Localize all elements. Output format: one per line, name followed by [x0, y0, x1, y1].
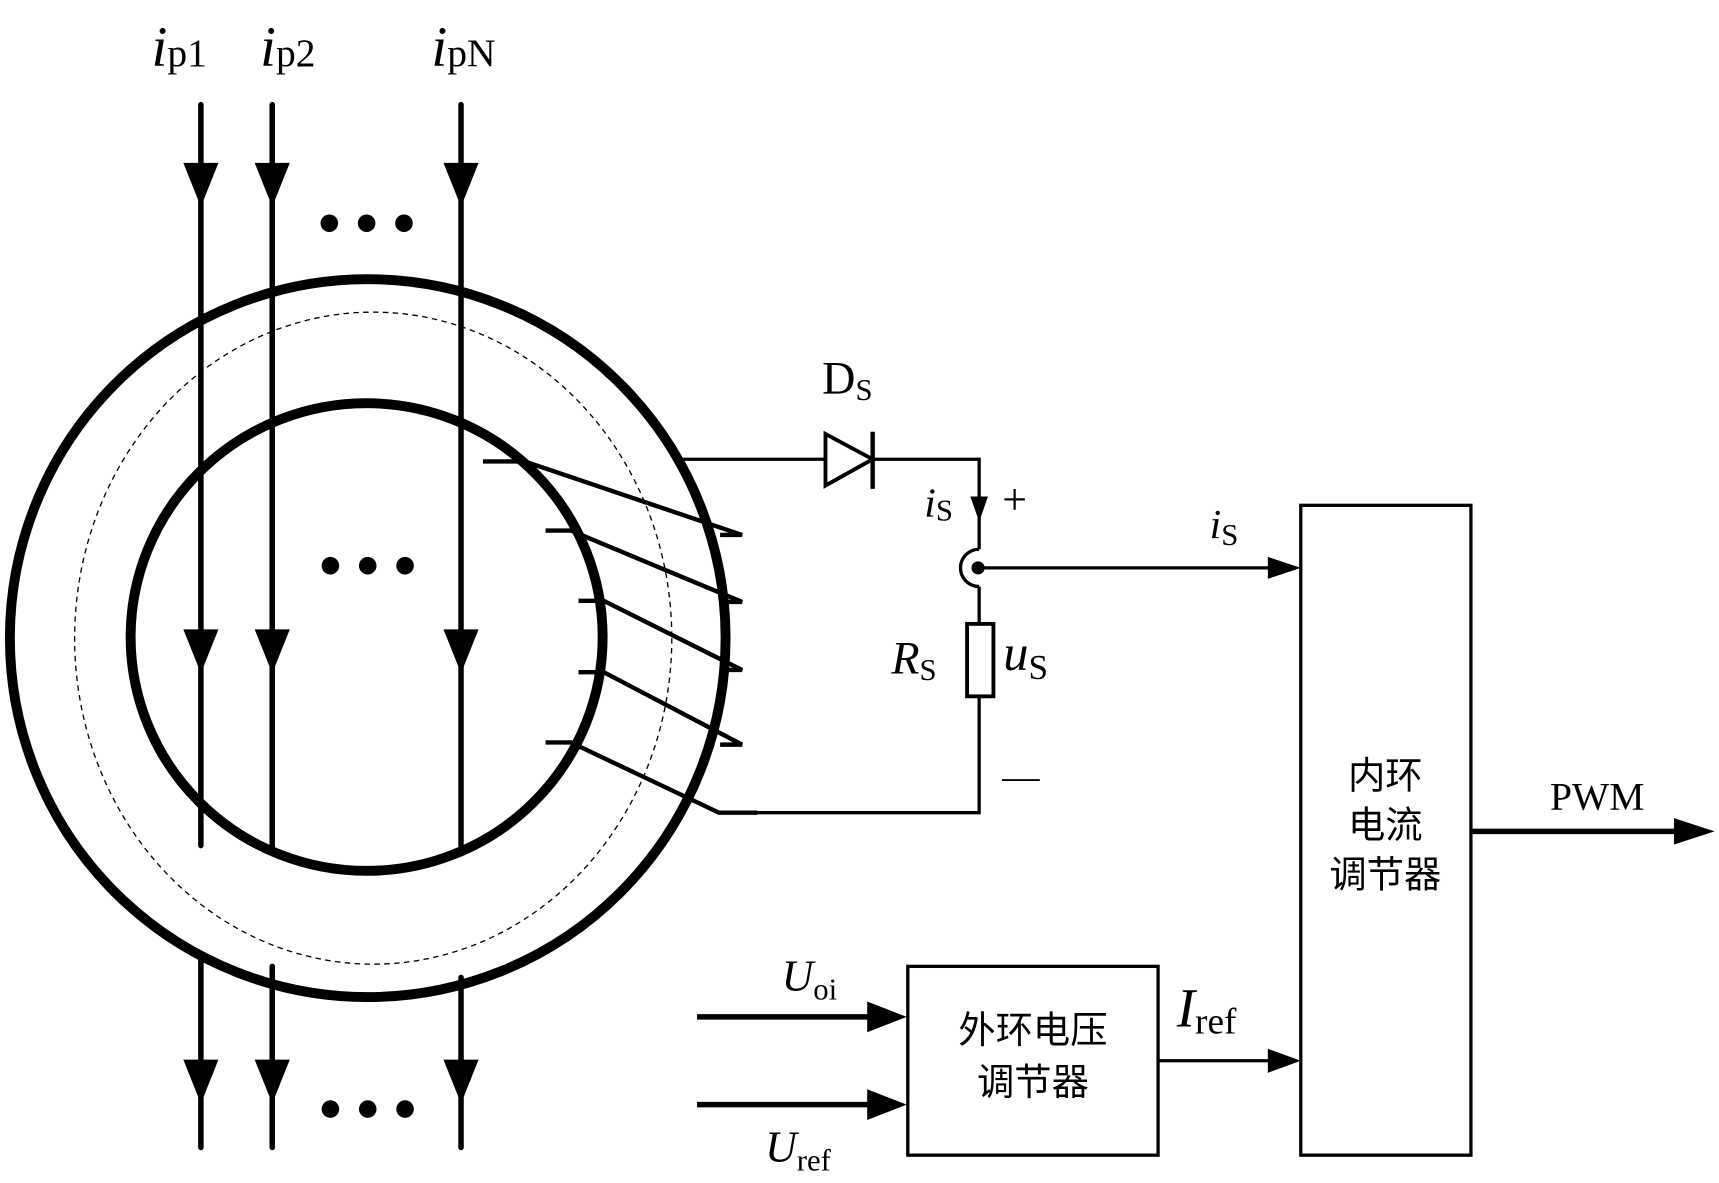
arrow-pN-mid	[443, 629, 479, 674]
ellipsis-dot	[358, 1100, 377, 1118]
jumper-arc	[958, 547, 980, 589]
ellipsis-dot	[396, 1100, 414, 1118]
outer-loop-label-line2: 调节器	[977, 1060, 1089, 1104]
labels: ip1 ip2 ipN DS iS + — RS uS iS Uoi Uref …	[151, 16, 1238, 1177]
uref-arrowhead	[867, 1089, 907, 1121]
outer-loop-voltage-regulator: 外环电压 调节器	[906, 964, 1160, 1157]
secondary-current-arrow	[970, 496, 988, 522]
ellipsis-dot	[357, 214, 376, 233]
ellipsis-dot	[321, 1100, 340, 1118]
arrow-pN-bottom	[443, 1059, 479, 1104]
label-uoi: Uoi	[782, 953, 838, 1007]
label-uref: Uref	[765, 1124, 832, 1178]
uoi-arrowhead	[867, 1001, 907, 1033]
inner-loop-current-regulator: 内环 电流 调节器	[1299, 503, 1473, 1157]
pwm-arrowhead	[1673, 818, 1715, 845]
outer-loop-inputs	[697, 1001, 907, 1121]
label-rs: RS	[890, 632, 936, 687]
core-dashed-mean-path	[73, 311, 673, 965]
resistor-bottom-lead	[757, 696, 981, 815]
resistor-rs	[757, 586, 996, 815]
pwm-label: PWM	[1550, 774, 1644, 818]
ellipsis-dot	[396, 556, 414, 575]
ellipsis-dot	[321, 556, 340, 575]
core-outer-ring	[4, 274, 731, 1003]
arrow-p2-bottom	[254, 1059, 290, 1104]
pwm-output: PWM	[1470, 774, 1715, 845]
ellipsis-dot	[320, 214, 339, 233]
arrow-p1-top	[183, 162, 219, 207]
feedback-arrowhead	[1267, 556, 1301, 579]
core-inner-ring	[125, 398, 608, 876]
label-ipN: ipN	[431, 16, 495, 79]
label-us: uS	[1003, 625, 1048, 687]
arrow-p1-mid	[183, 629, 219, 674]
iref-connection	[1158, 1048, 1301, 1073]
outer-loop-label-line1: 外环电压	[958, 1008, 1107, 1052]
label-is-feedback: iS	[1210, 502, 1239, 552]
label-iref: Iref	[1176, 978, 1237, 1043]
inner-loop-label-line2: 电流	[1348, 803, 1423, 847]
label-is-secondary: iS	[924, 480, 953, 527]
label-minus: —	[1001, 757, 1040, 798]
label-ip1: ip1	[151, 16, 206, 79]
sensing-node	[958, 547, 1301, 589]
inner-loop-label-line1: 内环	[1348, 754, 1423, 798]
toroid-core	[4, 274, 731, 1003]
label-ip2: ip2	[260, 16, 315, 79]
resistor-body	[965, 621, 996, 699]
arrow-pN-top	[443, 162, 479, 207]
ellipsis-dots	[320, 214, 414, 1118]
label-ds: DS	[822, 352, 872, 407]
iref-arrowhead	[1267, 1048, 1301, 1073]
winding-turns	[482, 459, 758, 815]
primary-conductors	[183, 101, 479, 1151]
arrow-p2-mid	[254, 629, 290, 674]
ellipsis-dot	[395, 214, 413, 233]
inner-loop-label-line3: 调节器	[1329, 852, 1441, 896]
arrow-p2-top	[254, 162, 290, 207]
diode-ds	[823, 430, 981, 550]
label-plus: +	[1002, 476, 1027, 524]
secondary-winding	[482, 457, 826, 815]
diode-triangle	[823, 430, 877, 489]
ellipsis-dot	[358, 556, 377, 575]
inner-loop-box	[1299, 503, 1473, 1157]
current-arrows	[183, 162, 479, 1104]
arrow-p1-bottom	[183, 1059, 219, 1104]
